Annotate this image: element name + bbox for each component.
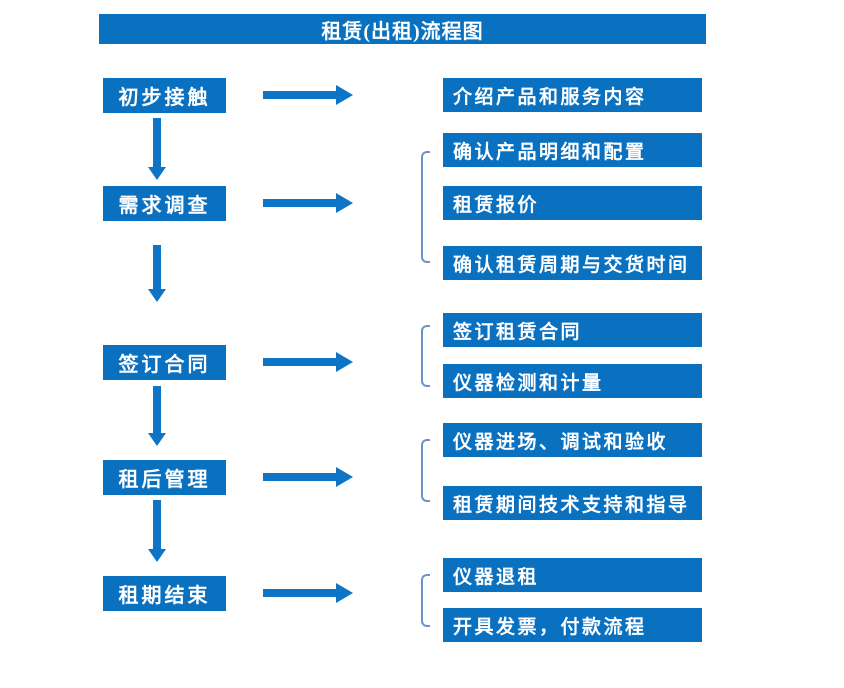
arrow-head bbox=[336, 85, 353, 105]
arrow-right-icon bbox=[263, 467, 353, 487]
arrow-down-icon bbox=[148, 118, 166, 180]
output-box-sign-rental-contract: 签订租赁合同 bbox=[443, 313, 702, 347]
arrow-right-icon bbox=[263, 85, 353, 105]
output-box-introduce-products: 介绍产品和服务内容 bbox=[443, 78, 702, 112]
arrow-shaft bbox=[153, 500, 161, 550]
arrow-head bbox=[336, 352, 353, 372]
output-box-instrument-setup: 仪器进场、调试和验收 bbox=[443, 423, 702, 457]
arrow-head bbox=[148, 289, 166, 302]
arrow-head bbox=[148, 549, 166, 562]
arrow-shaft bbox=[263, 91, 337, 99]
group-bracket bbox=[421, 439, 430, 502]
stage-box-rental-end: 租期结束 bbox=[103, 576, 226, 611]
arrow-head bbox=[336, 583, 353, 603]
output-box-instrument-testing: 仪器检测和计量 bbox=[443, 364, 702, 398]
page-title: 租赁(出租)流程图 bbox=[99, 14, 706, 44]
arrow-shaft bbox=[153, 245, 161, 290]
arrow-shaft bbox=[263, 199, 337, 207]
stage-box-sign-contract: 签订合同 bbox=[103, 345, 226, 380]
stage-box-demand-survey: 需求调查 bbox=[103, 186, 226, 221]
arrow-shaft bbox=[153, 118, 161, 168]
stage-box-initial-contact: 初步接触 bbox=[103, 78, 226, 113]
arrow-head bbox=[148, 167, 166, 180]
arrow-head bbox=[336, 193, 353, 213]
arrow-shaft bbox=[263, 589, 337, 597]
group-bracket bbox=[421, 151, 430, 263]
arrow-shaft bbox=[153, 386, 161, 434]
output-box-invoice-payment: 开具发票，付款流程 bbox=[443, 608, 702, 642]
arrow-shaft bbox=[263, 473, 337, 481]
arrow-right-icon bbox=[263, 193, 353, 213]
output-box-confirm-details: 确认产品明细和配置 bbox=[443, 133, 702, 167]
output-box-confirm-period: 确认租赁周期与交货时间 bbox=[443, 246, 702, 280]
group-bracket bbox=[421, 325, 430, 387]
arrow-right-icon bbox=[263, 583, 353, 603]
arrow-head bbox=[336, 467, 353, 487]
arrow-head bbox=[148, 433, 166, 446]
output-box-tech-support: 租赁期间技术支持和指导 bbox=[443, 486, 702, 520]
arrow-right-icon bbox=[263, 352, 353, 372]
output-box-rental-quote: 租赁报价 bbox=[443, 186, 702, 220]
arrow-shaft bbox=[263, 358, 337, 366]
arrow-down-icon bbox=[148, 386, 166, 446]
arrow-down-icon bbox=[148, 500, 166, 562]
stage-box-post-rental: 租后管理 bbox=[103, 460, 226, 495]
output-box-instrument-return: 仪器退租 bbox=[443, 558, 702, 592]
group-bracket bbox=[421, 574, 430, 627]
arrow-down-icon bbox=[148, 245, 166, 302]
